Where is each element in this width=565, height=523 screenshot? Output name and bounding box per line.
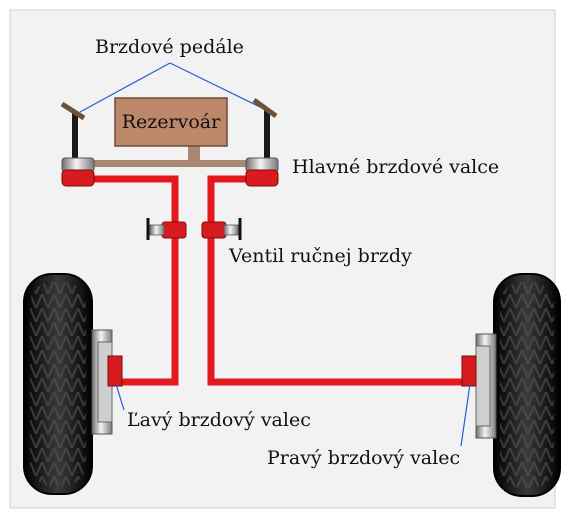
right-cylinder-label: Pravý brzdový valec (267, 447, 461, 469)
left-parking-valve (146, 218, 187, 240)
leader-line-right-cylinder (460, 383, 471, 447)
right-pedal-arm (264, 110, 270, 160)
left-cylinder-label: Ľavý brzdový valec (127, 409, 311, 431)
pushrod-bar (80, 160, 276, 167)
brake-pedals-label: Brzdové pedále (95, 36, 244, 58)
right-wheel-cylinder (461, 355, 477, 387)
right-master-cylinder (245, 157, 279, 187)
brake-line-left (90, 175, 179, 386)
parking-valve-label: Ventil ručnej brzdy (229, 245, 412, 267)
right-parking-valve (201, 218, 242, 240)
leader-line-left-pedal (79, 62, 171, 113)
left-wheel-cylinder (107, 355, 123, 387)
leader-line-left-cylinder (115, 383, 125, 411)
right-wheel (461, 273, 561, 497)
reservoir-label: Rezervoár (122, 111, 221, 133)
left-pedal-arm (72, 112, 78, 160)
brake-lines (90, 175, 468, 386)
left-pedal-pad (60, 101, 86, 121)
right-brake-pedal (252, 97, 278, 160)
master-cylinders-label: Hlavné brzdové valce (292, 156, 500, 178)
brake-line-right (207, 175, 468, 386)
left-wheel (23, 273, 123, 495)
reservoir (114, 97, 228, 147)
leader-line-right-pedal (169, 62, 263, 109)
left-brake-pedal (60, 101, 86, 160)
left-master-cylinder (61, 157, 95, 187)
reservoir-stem (188, 146, 200, 162)
right-pedal-pad (252, 97, 278, 119)
